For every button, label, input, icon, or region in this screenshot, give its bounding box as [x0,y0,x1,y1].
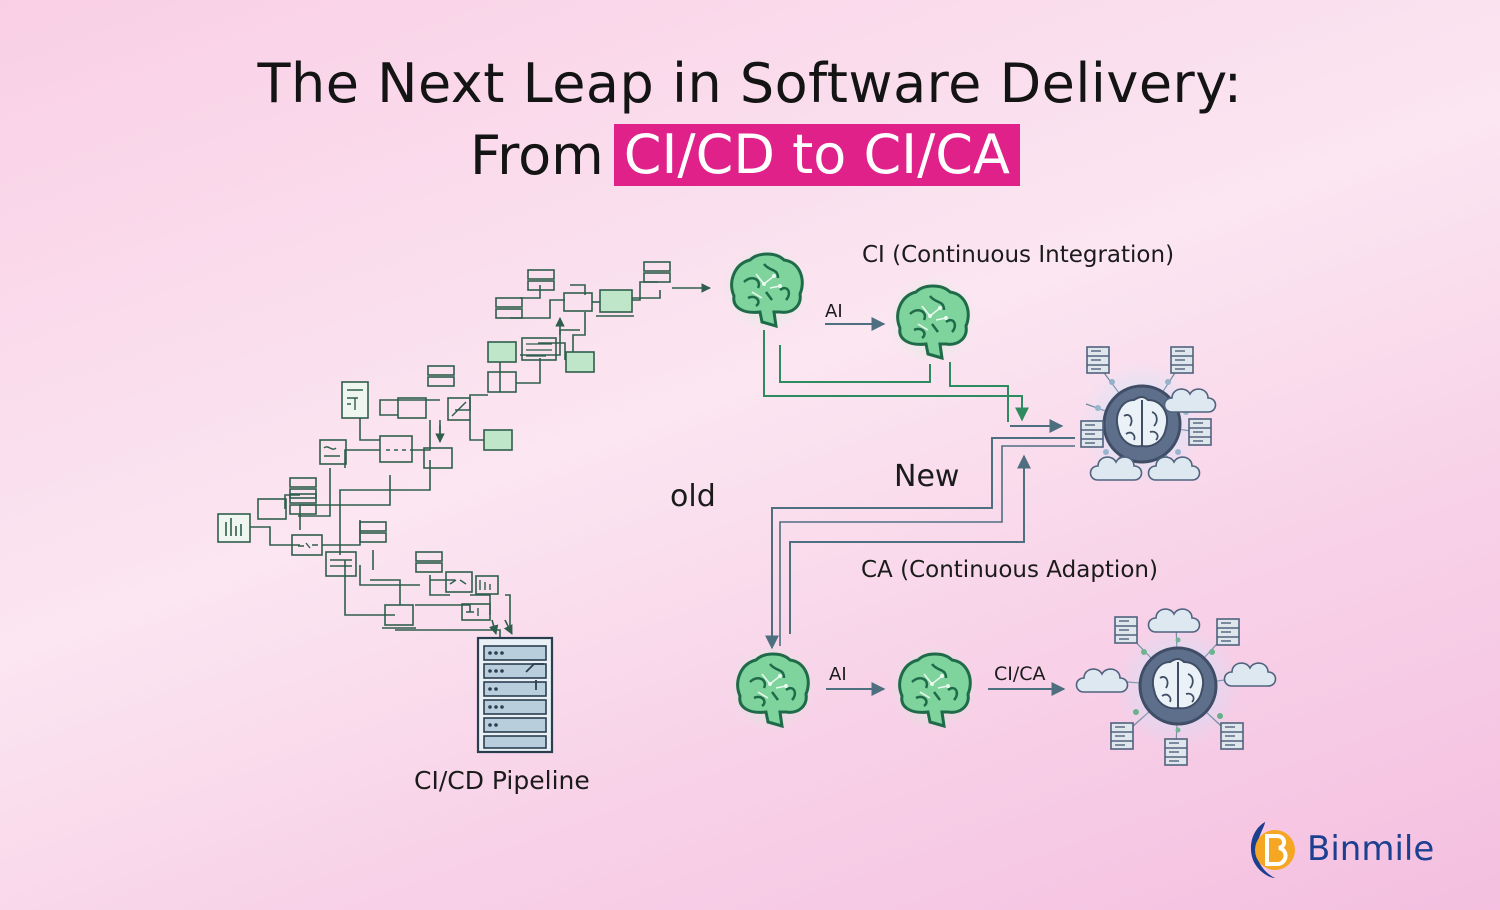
title-line-2: From CI/CD to CI/CA [470,123,1020,187]
server-icon [1110,722,1134,750]
label-ci: CI (Continuous Integration) [862,242,1174,268]
label-ai-bottom: AI [829,664,847,685]
label-new: New [894,459,959,494]
label-ca: CA (Continuous Adaption) [861,557,1158,583]
binmile-logo-icon [1250,822,1295,878]
label-pipeline: CI/CD Pipeline [414,766,590,795]
brand-name: Binmile [1307,829,1435,869]
title-prefix: From [470,123,604,187]
server-icon [1220,722,1244,750]
brain-icon [726,642,818,734]
ca-network-hub [1075,608,1277,766]
ci-network-hub [1078,346,1217,488]
label-ai-top: AI [825,301,843,322]
brand-logo: Binmile [1245,818,1434,880]
server-icon [1080,420,1104,448]
cloud-icon [1147,608,1201,633]
brain-icon [888,642,980,734]
brain-icon [720,242,812,334]
server-icon [1188,418,1212,446]
server-icon [1164,738,1188,766]
server-icon [1170,346,1194,374]
title-line-1: The Next Leap in Software Delivery: [257,52,1243,115]
new-flow [720,242,1075,734]
label-old: old [670,479,716,514]
brain-icon [886,274,978,366]
server-icon [1216,618,1240,646]
server-icon [1086,346,1110,374]
server-rack-icon [476,636,554,754]
label-cica: CI/CA [994,663,1046,685]
server-icon [1114,616,1138,644]
old-pipeline-network [217,261,711,754]
title-highlight: CI/CD to CI/CA [613,124,1020,186]
